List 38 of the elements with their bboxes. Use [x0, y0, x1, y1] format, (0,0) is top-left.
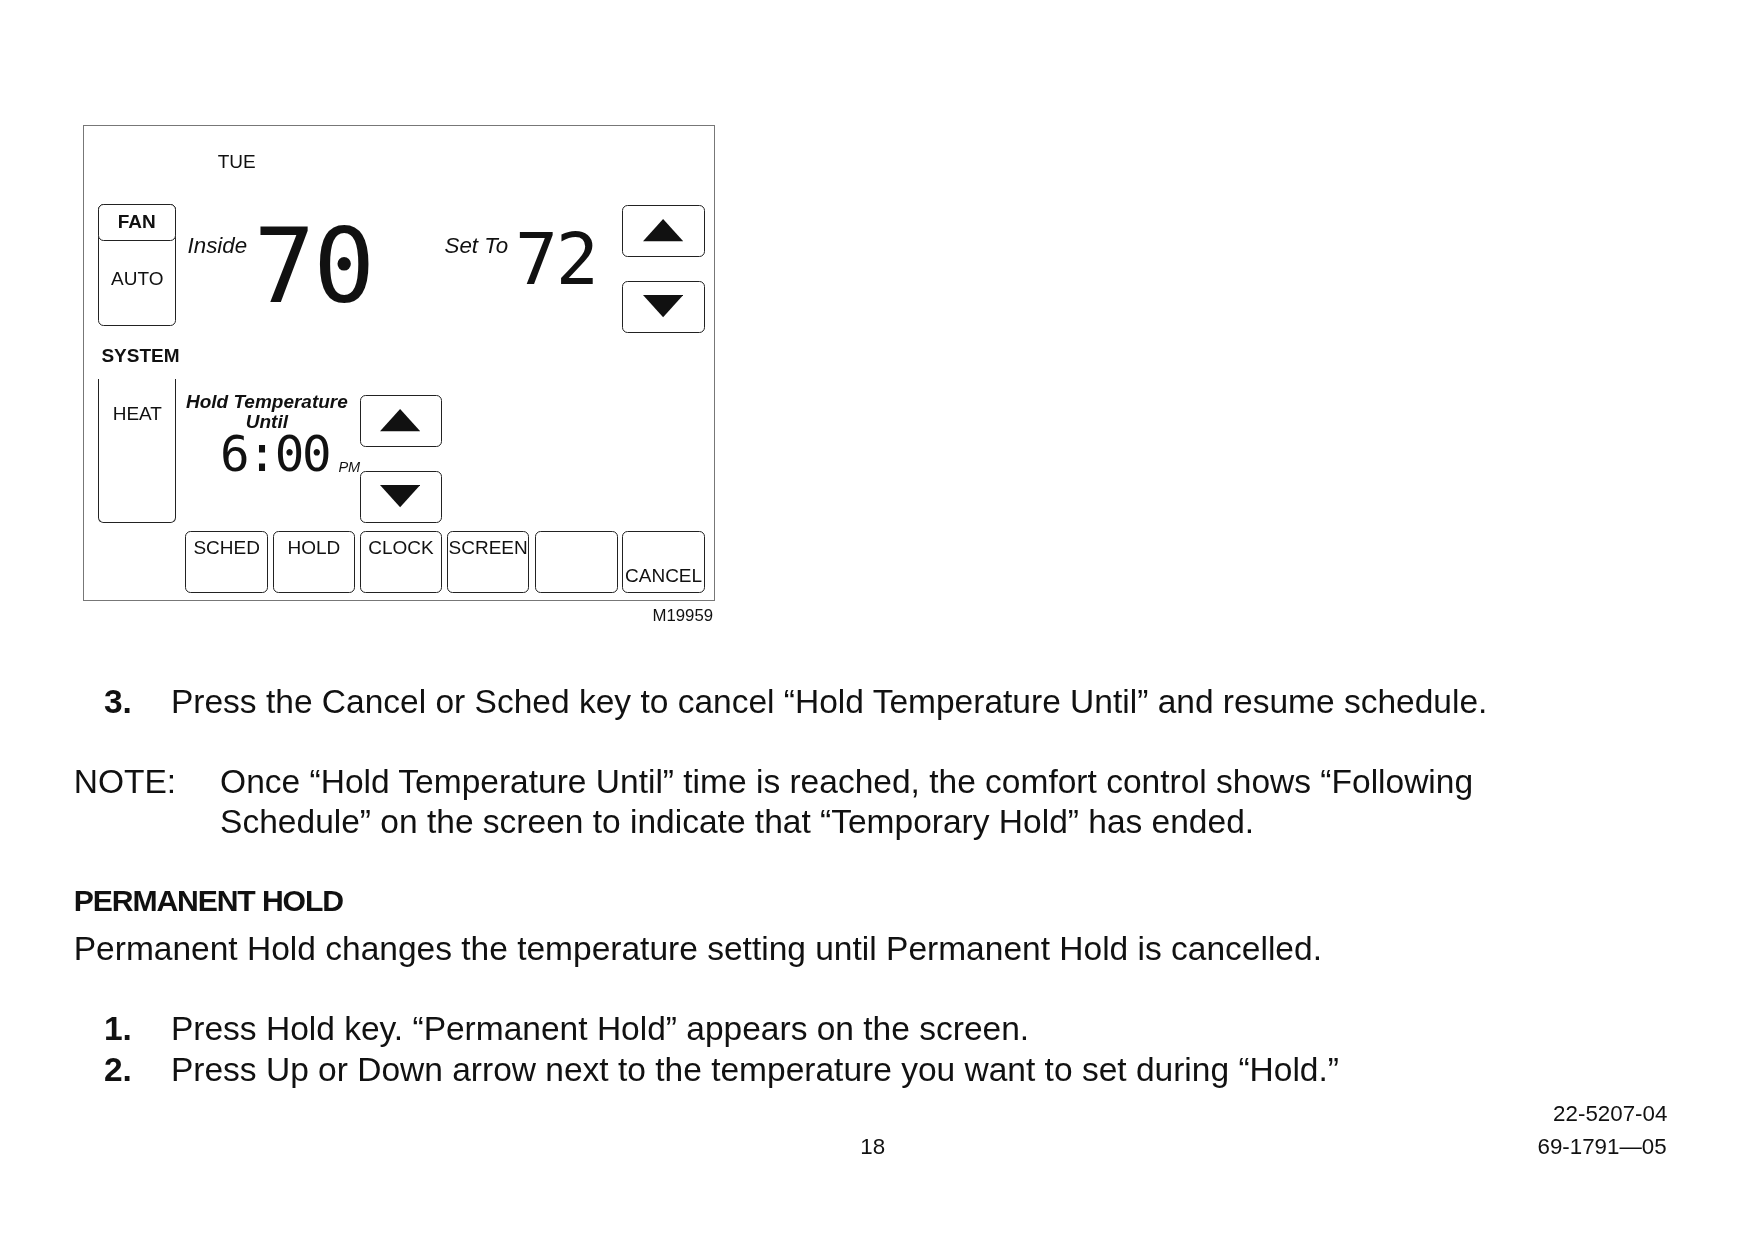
inside-temperature-digits: 70 [253, 215, 373, 319]
fan-header: FAN [97, 203, 176, 241]
step-number: 1. [103, 1008, 132, 1049]
instruction-text: Press Hold key. “Permanent Hold” appears on the screen. [170, 1008, 1030, 1049]
body-text: Permanent Hold changes the temperature setting until Permanent Hold is cancelled. [73, 928, 1322, 969]
display-screen [82, 125, 716, 602]
key-button: SCREEN [446, 530, 530, 594]
temperature-caption: Inside [187, 233, 248, 261]
arrow-button [359, 471, 443, 523]
key-button: CLOCK [359, 530, 443, 594]
arrow-button [622, 205, 705, 257]
hold-caption: Hold Temperature Until [185, 392, 349, 432]
page-number: 18 [860, 1134, 886, 1161]
key-button: CANCEL [622, 530, 705, 594]
section-heading: PERMANENT HOLD [73, 882, 343, 919]
mode-label: AUTO [110, 267, 165, 290]
figure-number: M19959 [652, 605, 714, 626]
step-number: 3. [103, 681, 132, 722]
document-number: 22-5207-04 [1553, 1100, 1668, 1128]
arrow-button [622, 281, 705, 333]
section-heading: SYSTEM [101, 345, 180, 368]
instruction-text: Press Up or Down arrow next to the temperature you want to set during “Hold.” [170, 1050, 1339, 1091]
instruction-text: Press the Cancel or Sched key to cancel “Hold Temperature Until” and resume schedule. [170, 681, 1488, 722]
arrow-button [359, 395, 443, 447]
key-button: HOLD [272, 530, 356, 594]
hold-time-digits: 6:00 [220, 430, 330, 480]
note-label: NOTE: [73, 762, 177, 802]
setpoint-digits: 72 [514, 224, 597, 296]
mode-label: HEAT [111, 403, 163, 426]
key-button: SCHED [185, 530, 268, 594]
time-suffix: PM [338, 459, 361, 477]
day-label: TUE [217, 150, 256, 174]
temperature-caption: Set To [444, 233, 509, 261]
step-number: 2. [103, 1050, 132, 1091]
fan-mode-button [98, 204, 177, 327]
blank-key-button [535, 530, 618, 594]
note-text: Once “Hold Temperature Until” time is reached, the comfort control shows “Following Schedule” on the screen to indicate that “Temporary Hold” has ended. [220, 762, 1475, 843]
document-number: 69-1791—05 [1537, 1134, 1667, 1161]
